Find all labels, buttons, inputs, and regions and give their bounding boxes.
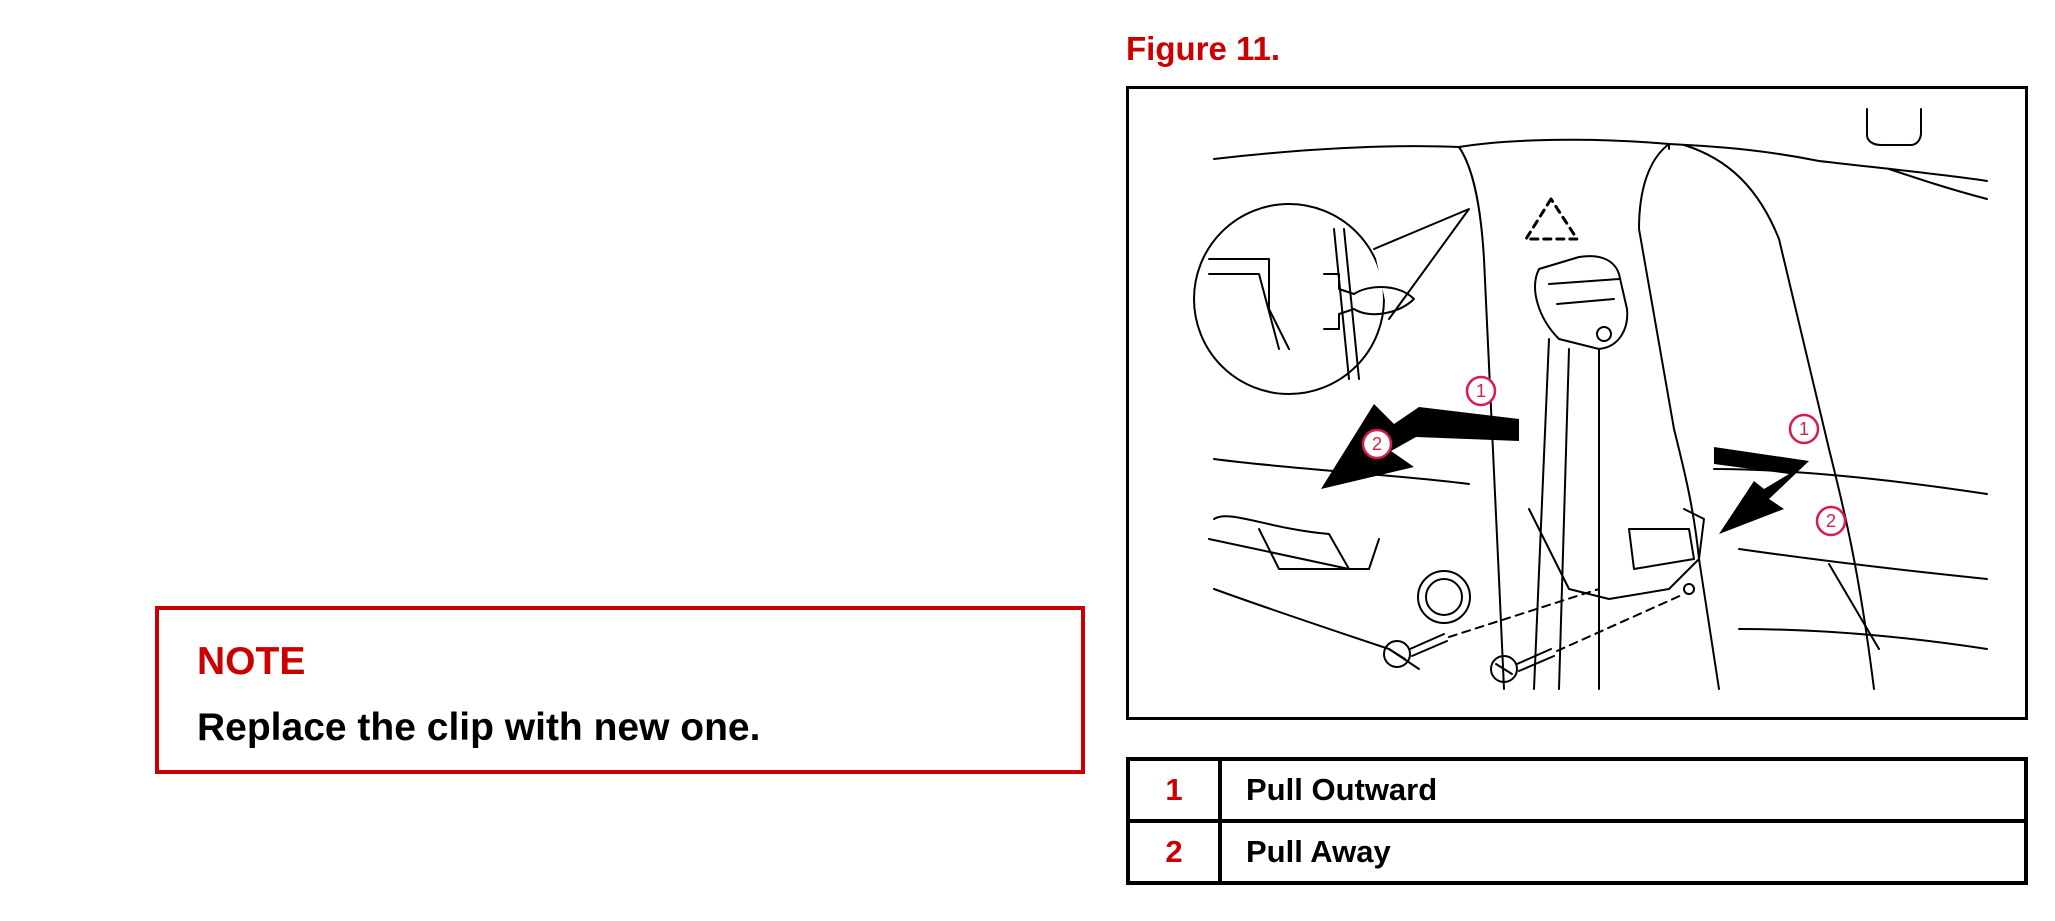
note-text: Replace the clip with new one. <box>197 706 761 749</box>
figure-illustration: 1 2 1 2 <box>1126 86 2028 720</box>
legend-row: 1 Pull Outward <box>1126 757 2028 823</box>
figure-caption: Figure 11. <box>1126 30 1281 67</box>
bolt-right-icon <box>1490 648 1555 683</box>
legend-table: 1 Pull Outward 2 Pull Away <box>1126 757 2028 885</box>
bolt-left-icon <box>1383 633 1448 668</box>
legend-number: 2 <box>1126 819 1222 885</box>
arrow-right-icon <box>1714 447 1809 534</box>
legend-row: 2 Pull Away <box>1126 819 2028 885</box>
note-title: NOTE <box>197 640 306 683</box>
legend-number: 1 <box>1126 757 1222 823</box>
callout-2-left: 2 <box>1372 434 1382 454</box>
legend-description: Pull Outward <box>1218 757 2028 823</box>
arrow-left-icon <box>1321 404 1519 489</box>
legend-description: Pull Away <box>1218 819 2028 885</box>
seatbelt-pillar-illustration: 1 2 1 2 <box>1193 108 1988 690</box>
callout-2-right: 2 <box>1826 511 1836 531</box>
callout-1-left: 1 <box>1476 381 1486 401</box>
note-box: NOTE Replace the clip with new one. <box>155 606 1085 774</box>
callout-1-right: 1 <box>1799 419 1809 439</box>
